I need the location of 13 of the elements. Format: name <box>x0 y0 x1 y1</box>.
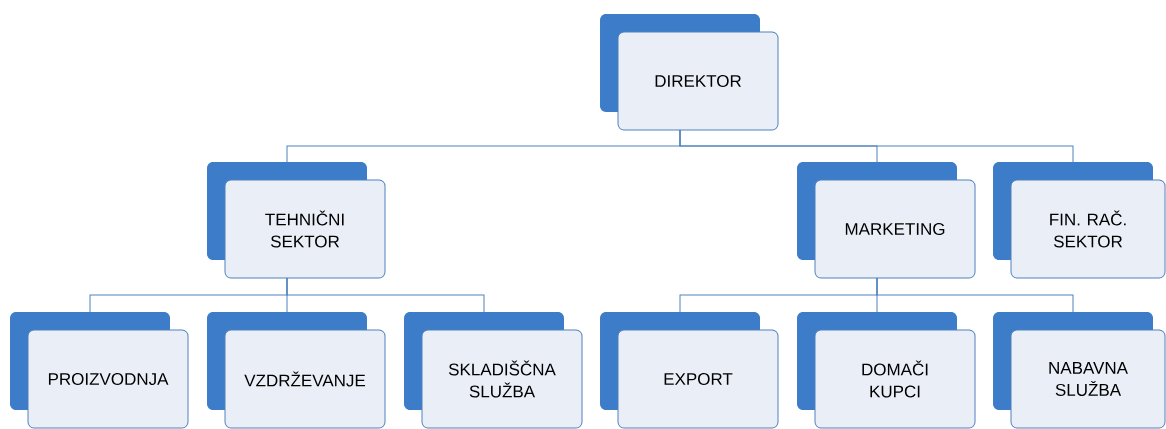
org-box: MARKETING <box>797 162 976 279</box>
org-box: PROIZVODNJA <box>10 312 189 429</box>
org-box: SKLADIŠČNA SLUŽBA <box>404 312 583 429</box>
org-box: DIREKTOR <box>600 14 779 131</box>
org-box: TEHNIČNI SEKTOR <box>207 162 386 279</box>
connector <box>679 129 1074 163</box>
org-box: EXPORT <box>600 312 779 429</box>
org-box: NABAVNA SLUŽBA <box>993 312 1166 429</box>
org-box: DOMAČI KUPCI <box>797 312 976 429</box>
org-box: FIN. RAČ. SEKTOR <box>993 162 1166 279</box>
connector <box>286 277 485 313</box>
org-box: VZDRŽEVANJE <box>207 312 386 429</box>
connector <box>876 277 1074 313</box>
